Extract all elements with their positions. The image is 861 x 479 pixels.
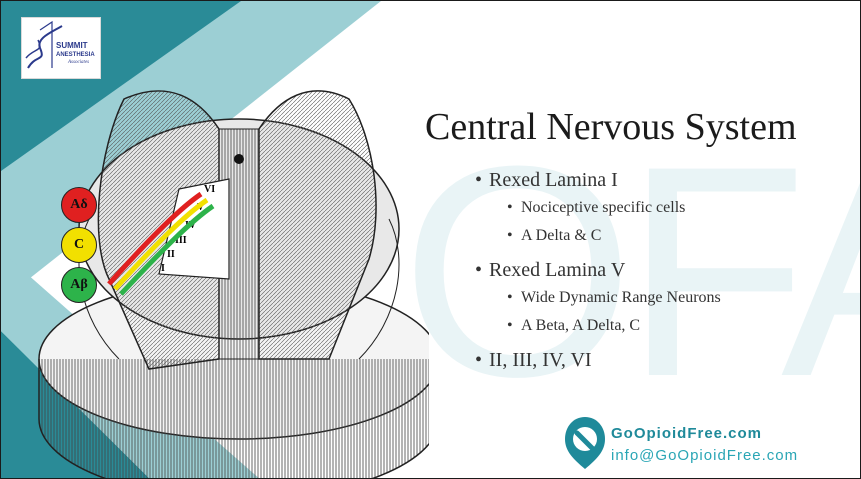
lamina-label: II: [167, 249, 175, 260]
bullet-text: Rexed Lamina I: [489, 169, 618, 191]
central-canal: [234, 154, 244, 164]
sub-bullet-text: Wide Dynamic Range Neurons: [521, 289, 721, 306]
cord-side: [39, 359, 429, 479]
bullet-text: Rexed Lamina V: [489, 259, 625, 281]
sub-bullet-item: •Nociceptive specific cells: [507, 199, 685, 217]
slide-title: Central Nervous System: [425, 105, 797, 149]
logo-line-1: SUMMIT: [56, 41, 88, 50]
lamina-label: VI: [204, 184, 215, 195]
fiber-label-c: C: [61, 227, 97, 263]
bullet-item: •II, III, IV, VI: [475, 349, 592, 372]
fiber-label-a-beta: Aβ: [61, 267, 97, 303]
brand-email[interactable]: info@GoOpioidFree.com: [611, 447, 798, 464]
sub-bullet-text: A Delta & C: [521, 227, 601, 244]
bullet-item: •Rexed Lamina I: [475, 169, 618, 192]
bullet-text: II, III, IV, VI: [489, 349, 592, 371]
fiber-label-a-delta: Aδ: [61, 187, 97, 223]
lamina-label: I: [161, 263, 165, 274]
sub-bullet-text: Nociceptive specific cells: [521, 199, 685, 216]
logo-line-2: ANESTHESIA: [56, 52, 95, 58]
spinal-cord-diagram: VI V IV III II I: [29, 59, 429, 479]
sub-bullet-text: A Beta, A Delta, C: [521, 317, 640, 334]
bullet-item: •Rexed Lamina V: [475, 259, 625, 282]
brand-name: GoOpioidFree.com: [611, 425, 762, 442]
sub-bullet-item: •A Delta & C: [507, 227, 601, 245]
sub-bullet-item: •Wide Dynamic Range Neurons: [507, 289, 721, 307]
sub-bullet-item: •A Beta, A Delta, C: [507, 317, 640, 335]
brand-logo-icon: [563, 415, 607, 471]
